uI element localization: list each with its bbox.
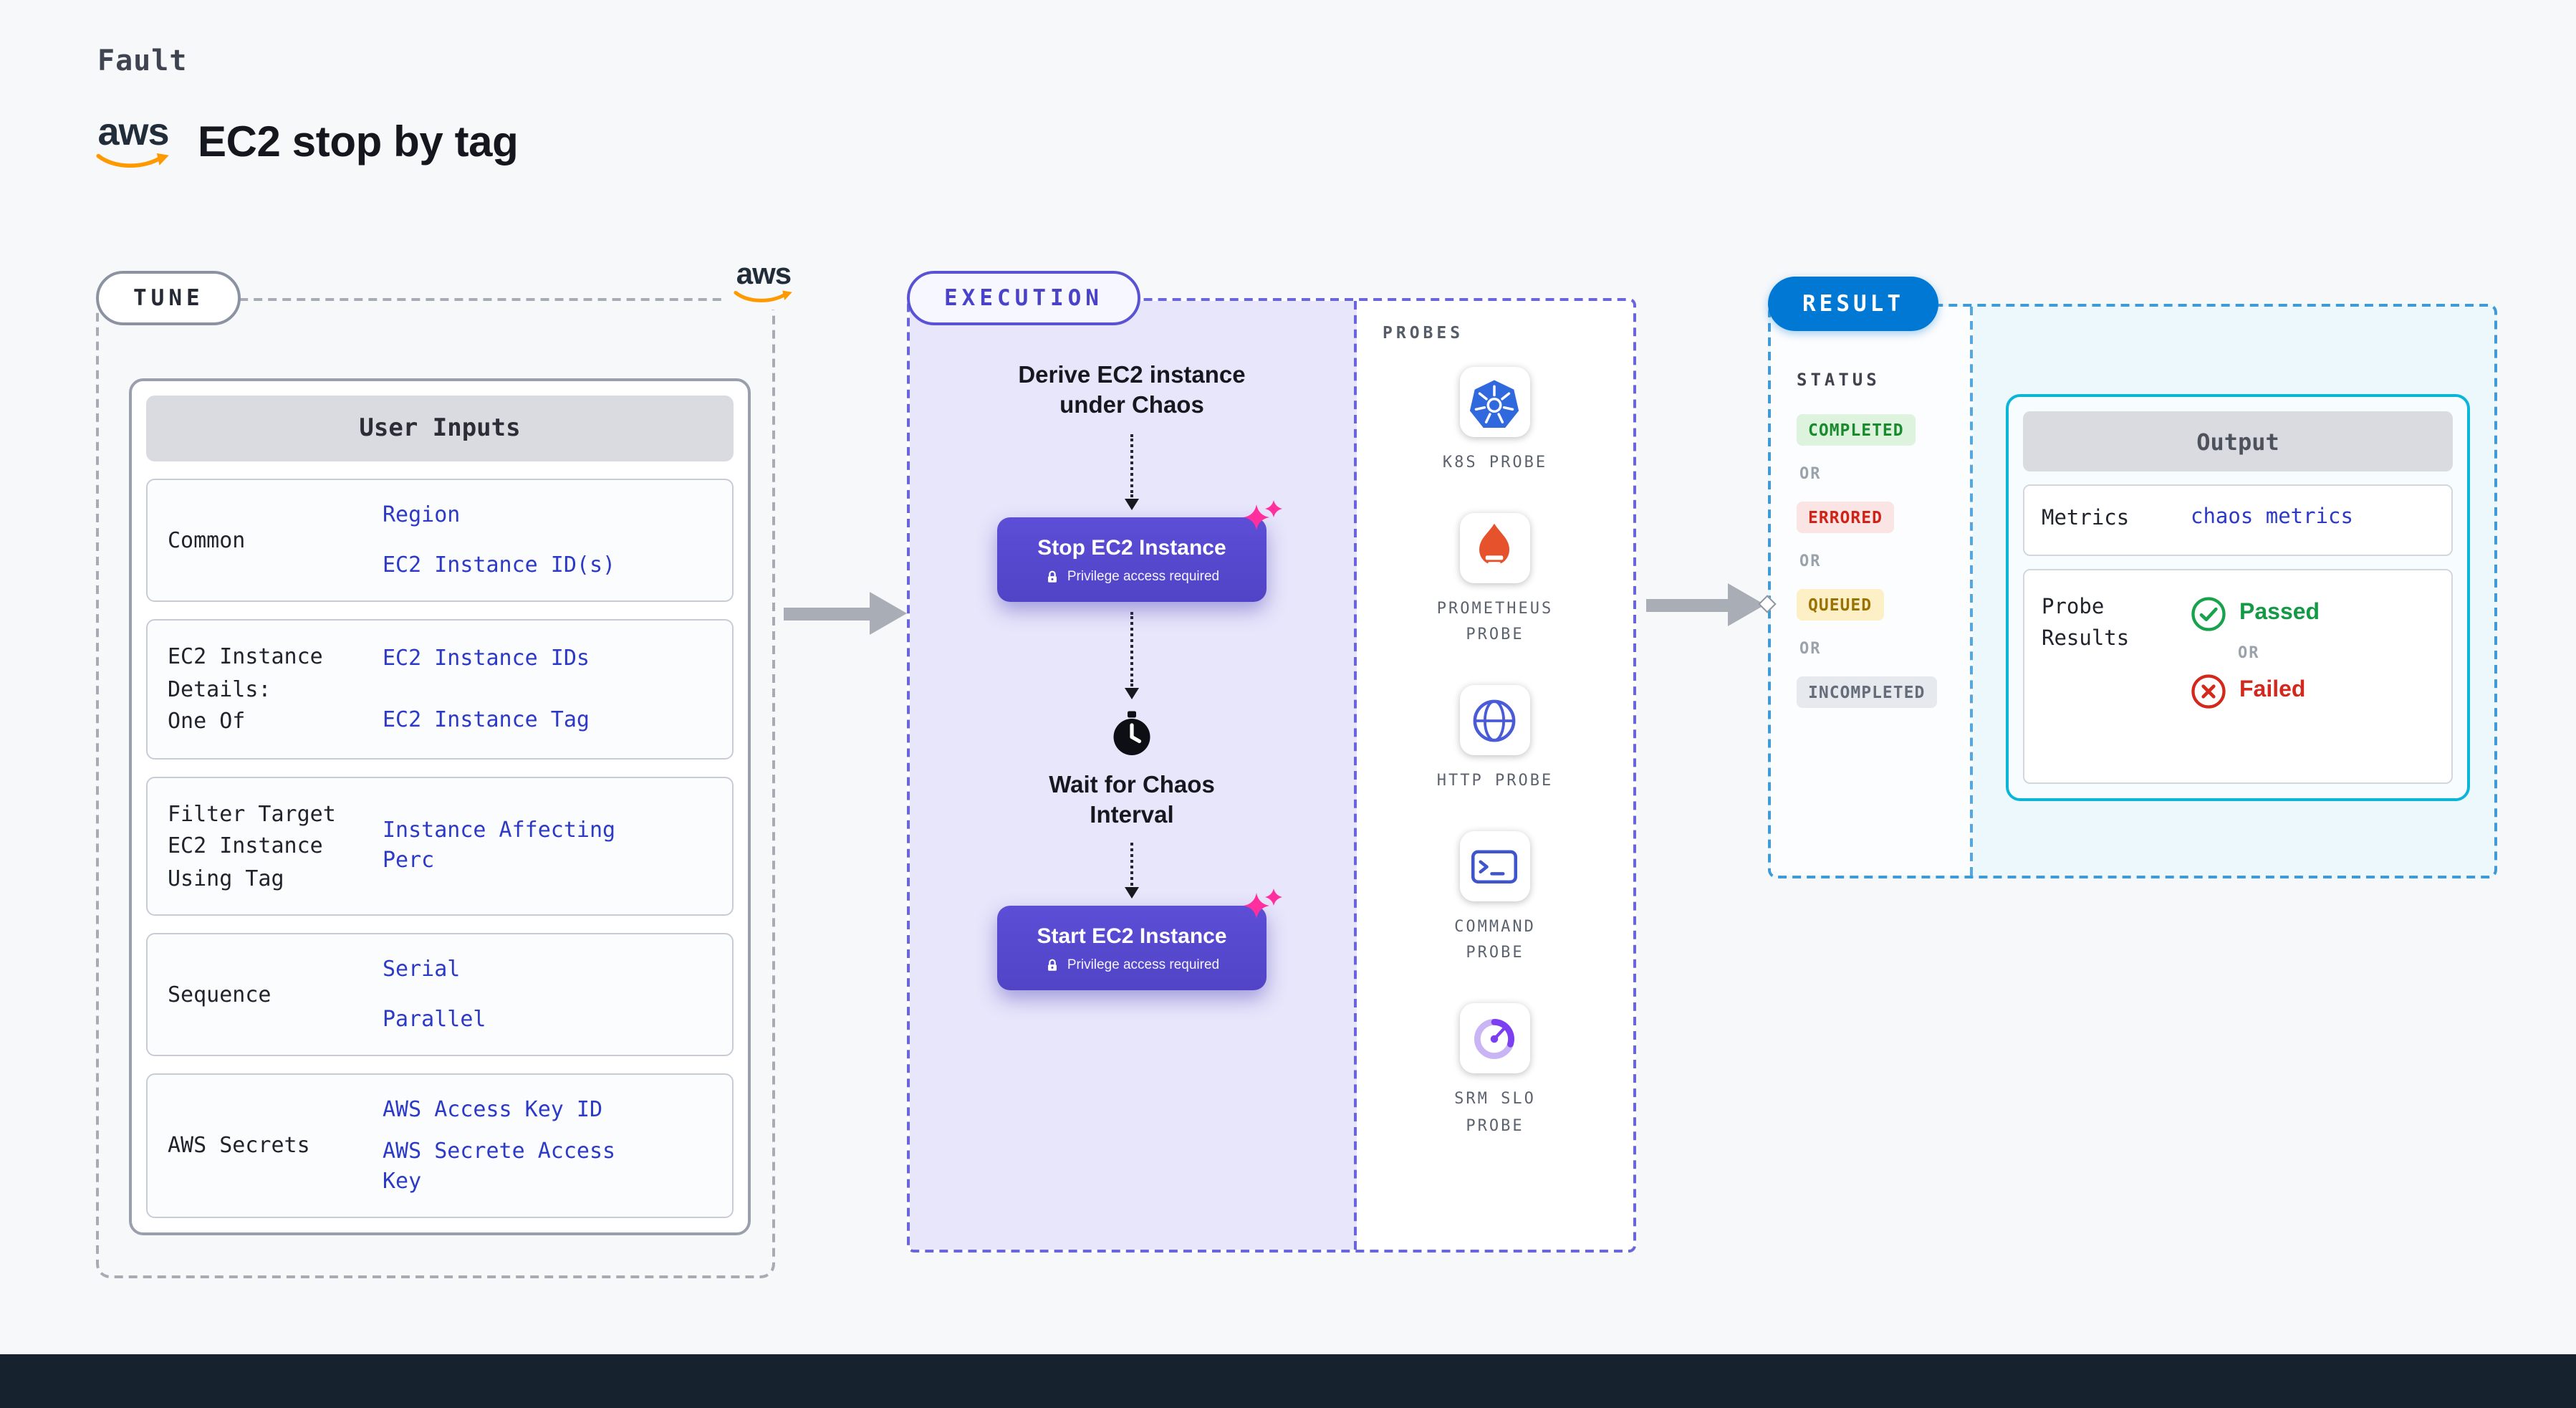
privilege-badge-label: Privilege access required	[1067, 957, 1220, 973]
sparkle-icon	[1244, 888, 1282, 919]
row-label: AWS Secrets	[168, 1132, 310, 1159]
lock-icon	[1047, 570, 1057, 583]
or-label: OR	[1799, 464, 1822, 483]
output-panel: Output Metrics chaos metrics Probe Resul…	[2006, 394, 2470, 801]
user-inputs-rows: Common Region EC2 Instance ID(s) EC2 Ins…	[146, 479, 734, 1218]
prometheus-probe-icon	[1479, 524, 1510, 566]
probe-item-http: HTTP PROBE	[1437, 685, 1553, 795]
aws-smile-arrow	[734, 290, 792, 302]
failed-result: Failed	[2191, 674, 2320, 709]
probe-item-command: COMMAND PROBE	[1454, 830, 1536, 968]
row-value: Region	[383, 502, 461, 527]
probe-item-k8s: K8S PROBE	[1443, 367, 1547, 476]
user-input-row-common: Common Region EC2 Instance ID(s)	[146, 479, 734, 602]
aws-logo-icon: aws	[722, 259, 805, 310]
user-inputs-header: User Inputs	[146, 396, 734, 461]
probe-label: SRM SLO PROBE	[1454, 1089, 1536, 1135]
execution-pill: EXECUTION	[907, 271, 1140, 325]
privilege-badge: Privilege access required	[1009, 957, 1255, 973]
user-input-row-aws-secrets: AWS Secrets AWS Access Key ID AWS Secret…	[146, 1073, 734, 1218]
k8s-probe-icon	[1470, 379, 1520, 427]
probes-header: PROBES	[1383, 322, 1464, 343]
row-label: Common	[168, 527, 246, 553]
passed-label: Passed	[2239, 600, 2320, 626]
status-badge-errored: ERRORED	[1797, 502, 1894, 533]
user-input-row-instance-details: EC2 Instance Details: One Of EC2 Instanc…	[146, 619, 734, 759]
aws-smile-arrow	[96, 153, 169, 168]
privilege-badge-label: Privilege access required	[1067, 568, 1220, 585]
metrics-value: chaos metrics	[2191, 506, 2353, 529]
row-value: EC2 Instance ID(s)	[383, 552, 616, 578]
probe-label: HTTP PROBE	[1436, 771, 1554, 790]
row-value: Serial	[383, 956, 461, 982]
probe-item-srm-slo: SRM SLO PROBE	[1454, 1003, 1536, 1140]
fault-kicker: Fault	[97, 43, 188, 77]
row-label: EC2 Instance Details: One Of	[168, 643, 323, 734]
derive-step-label: Derive EC2 instance under Chaos	[1018, 363, 1246, 419]
status-badge-completed: COMPLETED	[1797, 414, 1916, 446]
result-section: STATUS COMPLETED OR ERRORED OR QUEUED OR…	[1768, 304, 2497, 878]
probe-label: PROMETHEUS PROBE	[1436, 598, 1554, 644]
user-inputs-table: User Inputs Common Region EC2 Instance I…	[129, 378, 751, 1235]
row-label: Filter Target EC2 Instance Using Tag	[168, 800, 336, 891]
arrow-down-icon	[1125, 611, 1139, 699]
lock-icon	[1047, 959, 1057, 971]
row-value: EC2 Instance Tag	[383, 706, 590, 732]
execution-flow: Derive EC2 instance under Chaos Stop EC2…	[910, 301, 1357, 1250]
x-circle-icon	[2191, 674, 2226, 709]
row-value: EC2 Instance IDs	[383, 644, 590, 671]
aws-logo-icon: aws	[93, 112, 173, 173]
result-pill: RESULT	[1768, 277, 1938, 331]
row-value: Instance Affecting Perc	[383, 817, 616, 873]
output-area: Output Metrics chaos metrics Probe Resul…	[1973, 307, 2494, 876]
or-label: OR	[1799, 639, 1822, 658]
row-value: Parallel	[383, 1006, 486, 1032]
status-badge-queued: QUEUED	[1797, 589, 1884, 621]
user-input-row-filter-target: Filter Target EC2 Instance Using Tag Ins…	[146, 776, 734, 916]
or-label: OR	[2238, 643, 2260, 662]
metrics-label: Metrics	[2042, 507, 2130, 530]
command-probe-icon	[1471, 850, 1518, 884]
row-label: Sequence	[168, 981, 271, 1007]
footer-bar	[0, 1354, 2576, 1408]
status-panel: STATUS COMPLETED OR ERRORED OR QUEUED OR…	[1771, 307, 1973, 876]
http-probe-icon	[1474, 699, 1517, 742]
stop-ec2-instance-step: Stop EC2 Instance Privilege access requi…	[997, 499, 1282, 602]
sparkle-icon	[1244, 499, 1282, 530]
arrow-right-icon	[1646, 583, 1765, 626]
probe-results-label: Probe Results	[2042, 595, 2130, 651]
probe-label: K8S PROBE	[1442, 453, 1548, 471]
or-label: OR	[1799, 552, 1822, 570]
tune-section	[96, 298, 775, 1278]
failed-label: Failed	[2239, 678, 2306, 703]
probes-panel: PROBES	[1357, 301, 1633, 1250]
status-badge-incompleted: INCOMPLETED	[1797, 676, 1937, 708]
step-title: Start EC2 Instance	[1037, 924, 1227, 949]
passed-result: Passed	[2191, 596, 2320, 632]
start-ec2-instance-step: Start EC2 Instance Privilege access requ…	[997, 888, 1282, 990]
arrow-down-icon	[1125, 434, 1139, 510]
privilege-badge: Privilege access required	[1009, 569, 1255, 585]
step-title: Stop EC2 Instance	[1037, 535, 1226, 560]
wait-step-label: Wait for Chaos Interval	[1049, 772, 1215, 829]
check-circle-icon	[2191, 596, 2226, 631]
tune-pill: TUNE	[96, 271, 241, 325]
srm-slo-probe-icon	[1474, 1018, 1515, 1059]
page-title: EC2 stop by tag	[198, 119, 519, 167]
arrow-down-icon	[1125, 842, 1139, 899]
clock-icon	[1113, 711, 1150, 755]
metrics-row: Metrics chaos metrics	[2023, 484, 2453, 556]
row-value: AWS Access Key ID	[383, 1096, 603, 1122]
user-input-row-sequence: Sequence Serial Parallel	[146, 933, 734, 1056]
probe-label: COMMAND PROBE	[1454, 916, 1536, 962]
execution-section: Derive EC2 instance under Chaos Stop EC2…	[907, 298, 1636, 1253]
output-header: Output	[2023, 411, 2453, 471]
arrow-right-icon	[784, 592, 907, 635]
status-header: STATUS	[1797, 370, 1880, 390]
row-value: AWS Secrete Access Key	[383, 1138, 616, 1194]
probe-results-row: Probe Results Passed OR	[2023, 568, 2453, 784]
title-row: aws EC2 stop by tag	[93, 112, 519, 173]
probe-item-prometheus: PROMETHEUS PROBE	[1437, 512, 1553, 649]
